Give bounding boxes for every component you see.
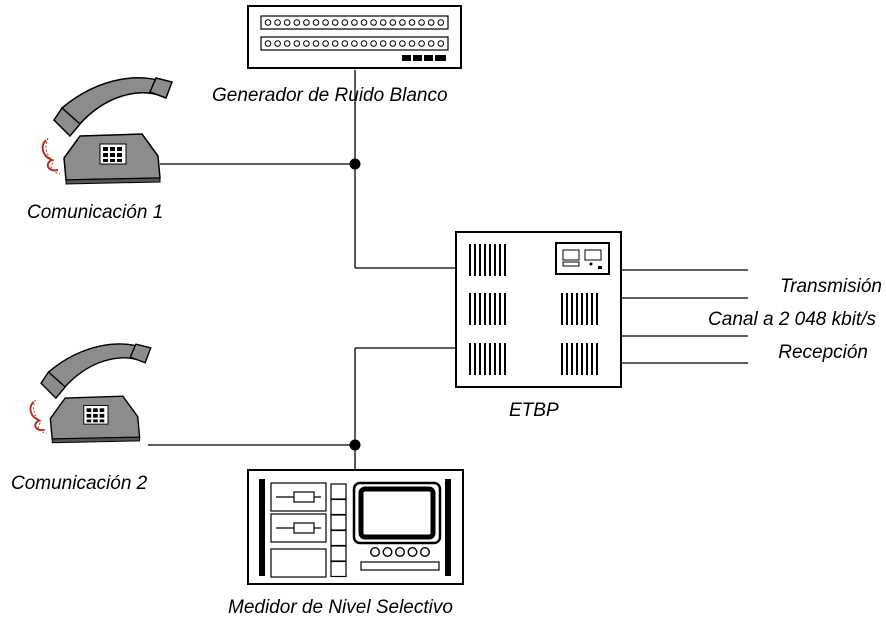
phone-2-label: Comunicación 2: [11, 473, 148, 494]
etbp-equipment-icon: [455, 231, 622, 388]
channel-rate-label: Canal a 2 048 kbit/s: [708, 309, 876, 330]
level-meter-icon: [247, 469, 464, 585]
connection-lines: [148, 70, 748, 478]
telephone-icon: [41, 77, 173, 185]
etbp-label: ETBP: [509, 400, 559, 421]
noise-generator-icon: [247, 5, 462, 69]
generator-connector-row-2: [264, 40, 445, 47]
etbp-vent-grilles: [469, 244, 598, 375]
reception-label: Recepción: [778, 342, 868, 363]
noise-generator-label: Generador de Ruido Blanco: [212, 85, 448, 106]
junction-dot-2: [349, 439, 361, 451]
phone-1-label: Comunicación 1: [27, 202, 163, 223]
level-meter-label: Medidor de Nivel Selectivo: [228, 597, 453, 617]
transmission-label: Transmisión: [780, 276, 882, 297]
telephone-icon: [29, 343, 152, 444]
meter-button-column: [330, 483, 347, 578]
generator-connector-row-1: [264, 19, 445, 26]
junction-dot-1: [349, 158, 361, 170]
meter-knob-row: [370, 547, 431, 558]
